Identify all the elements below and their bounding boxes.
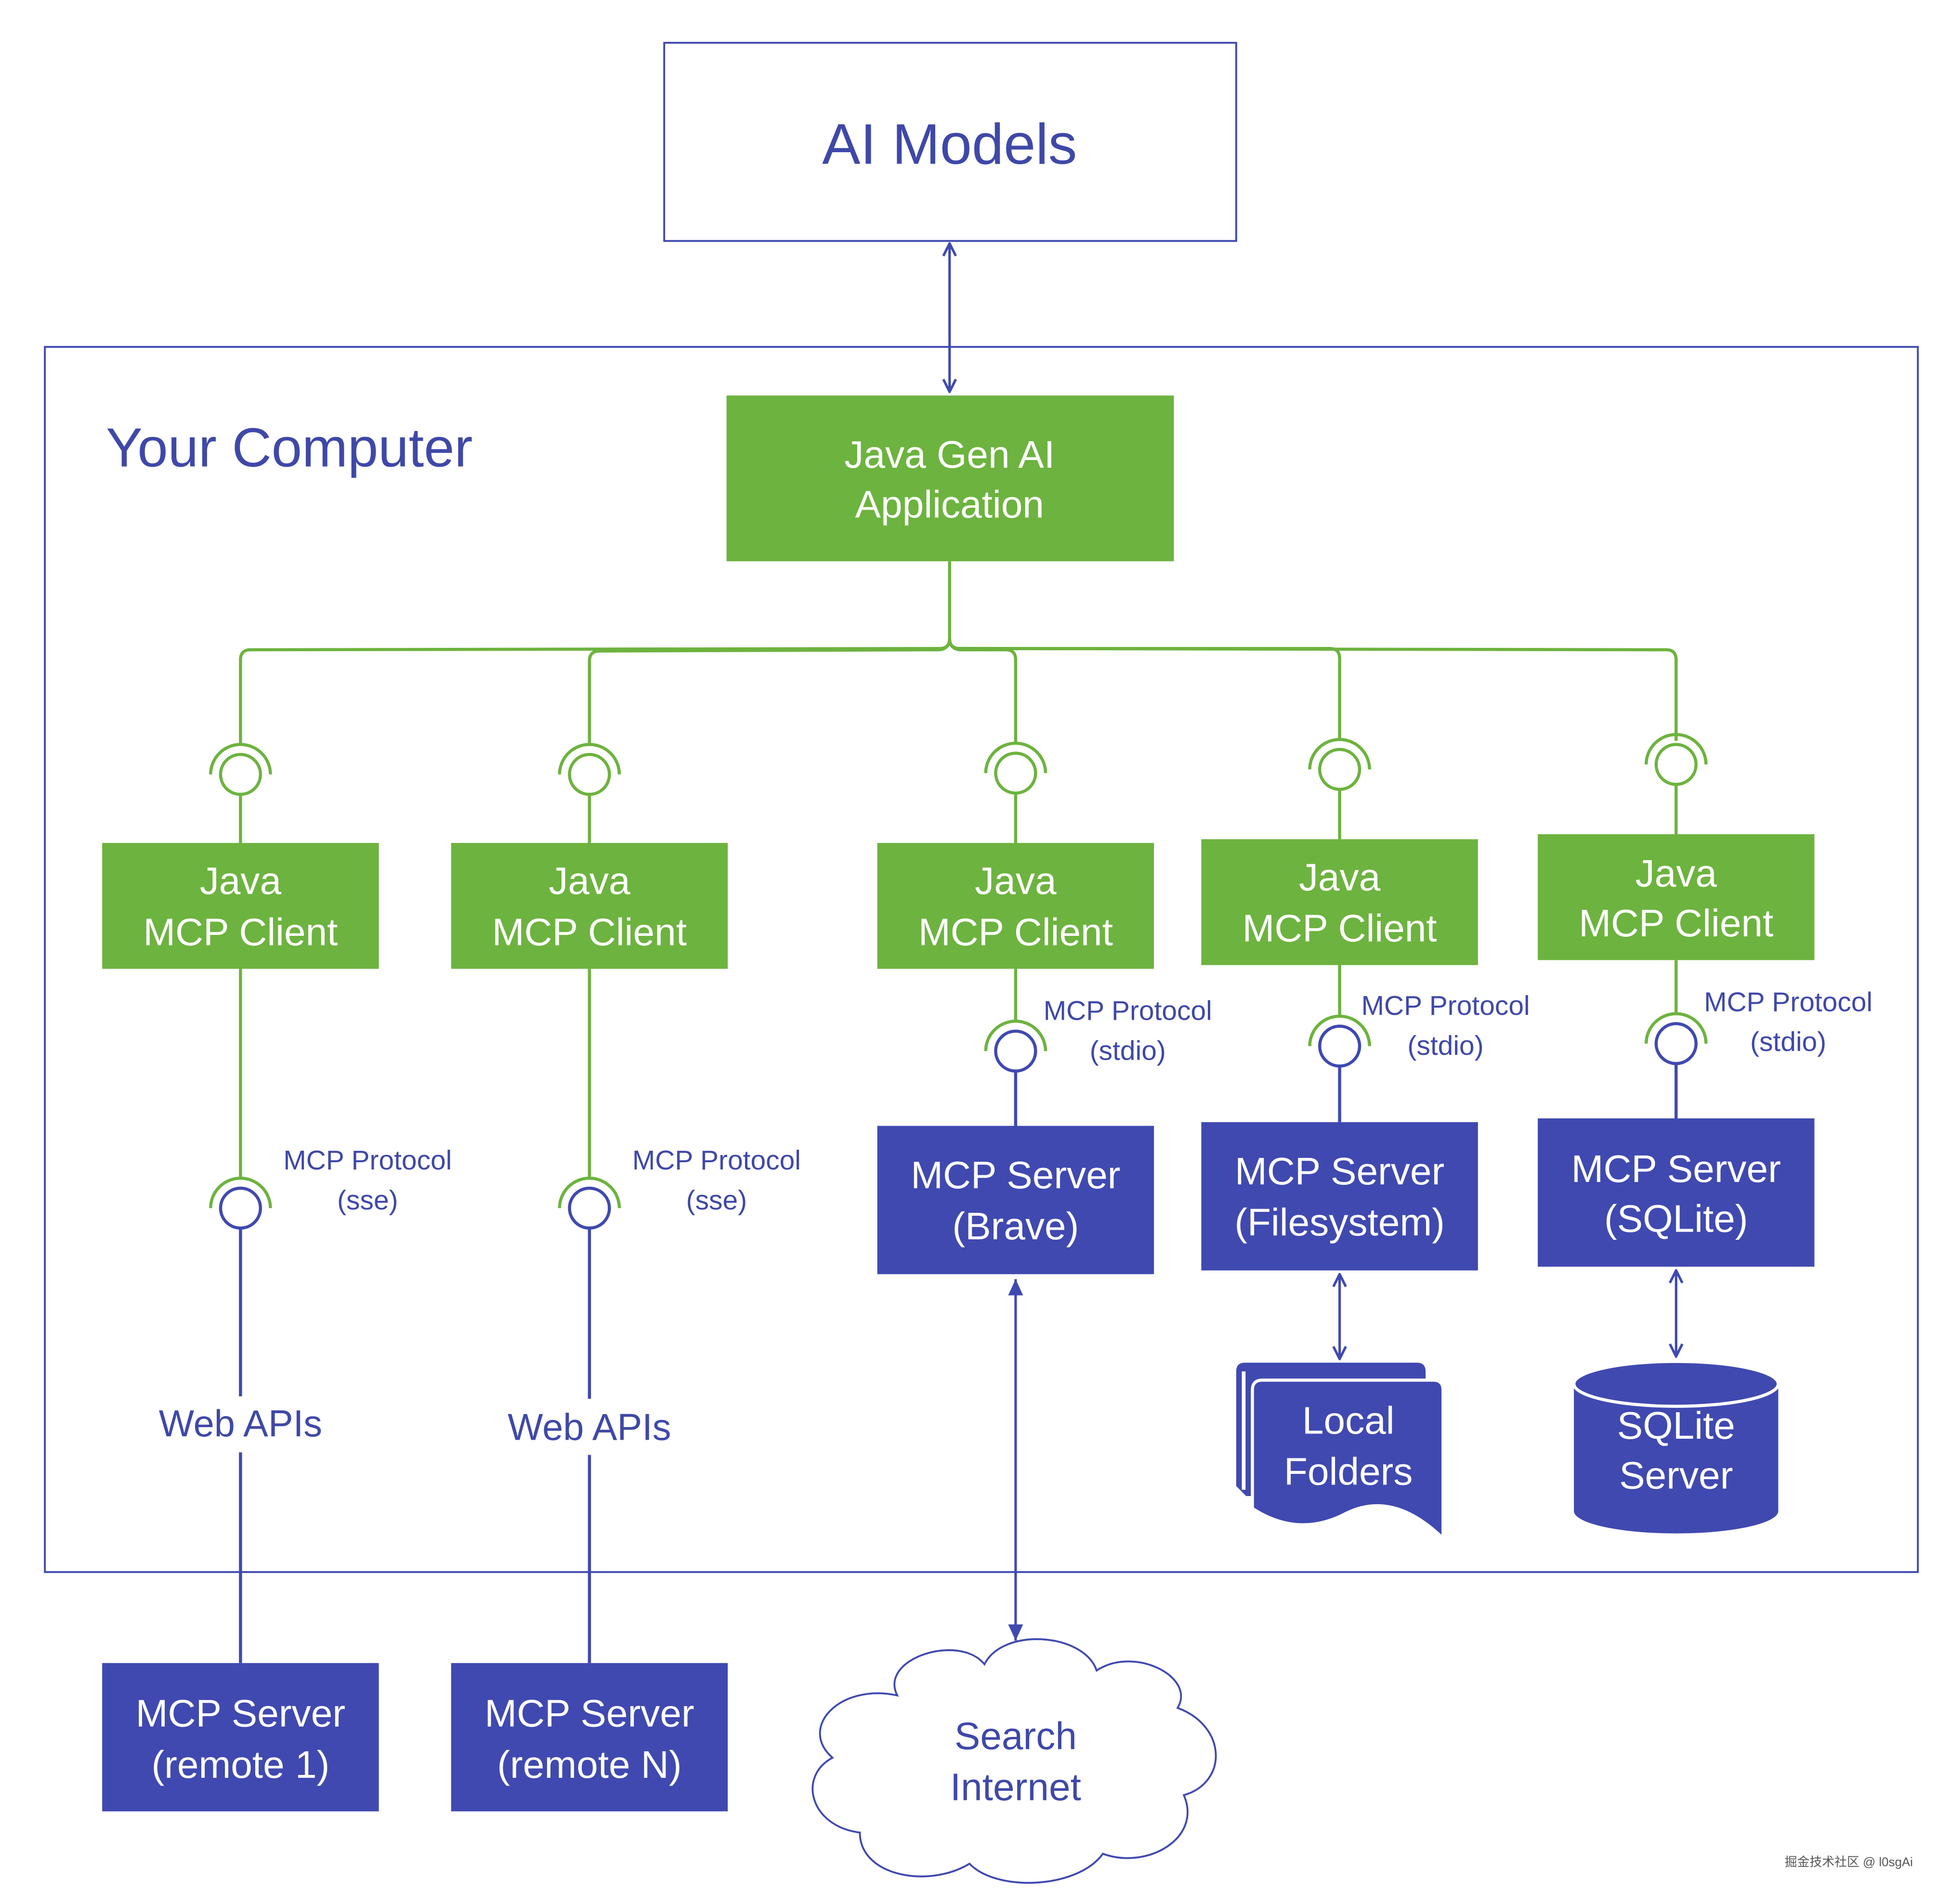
client-5-line2: MCP Client [1579,901,1773,945]
client-1-line2: MCP Client [143,910,338,953]
client-3-line1: Java [975,859,1057,902]
filesystem-line2: (Filesystem) [1234,1200,1445,1244]
protocol-2-line1: MCP Protocol [632,1145,801,1176]
watermark: 掘金技术社区 @ l0sgAi [1785,1855,1913,1869]
protocol-4-line1: MCP Protocol [1361,990,1530,1021]
mcp-server-brave: MCP Server (Brave) [877,1126,1154,1274]
protocol-5-line2: (stdio) [1750,1026,1826,1057]
client-socket-2 [558,743,621,843]
web-apis-label-2: Web APIs [508,1407,671,1448]
protocol-5-line1: MCP Protocol [1704,986,1872,1017]
ai-models-label: AI Models [822,112,1077,176]
app-label-line1: Java Gen AI [844,433,1055,476]
stdio-branch-sqlite: MCP Protocol (stdio) [1644,960,1872,1118]
client-2-line1: Java [549,859,630,902]
protocol-3-line2: (stdio) [1090,1035,1166,1066]
client-socket-1 [209,743,272,843]
cloud-line1: Search [955,1714,1077,1757]
protocol-4-line2: (stdio) [1408,1030,1484,1061]
sqlite-line2: (SQLite) [1604,1196,1748,1240]
db-line2: Server [1619,1453,1733,1497]
java-mcp-client-5: Java MCP Client [1538,834,1815,960]
protocol-3-line1: MCP Protocol [1044,996,1212,1026]
your-computer-label: Your Computer [106,418,473,479]
java-mcp-client-2: Java MCP Client [451,843,728,969]
sse-branch-1: MCP Protocol (sse) Web APIs [159,969,452,1663]
sqlite-database: SQLite Server [1572,1360,1780,1534]
protocol-1-line1: MCP Protocol [283,1145,452,1176]
mcp-server-remote-1: MCP Server (remote 1) [102,1663,379,1812]
protocol-2-line2: (sse) [686,1185,747,1216]
mcp-server-remote-n: MCP Server (remote N) [451,1663,728,1812]
client-socket-4 [1308,738,1372,840]
client-socket-3 [984,741,1047,843]
java-gen-ai-application: Java Gen AI Application [726,395,1174,562]
remote-n-line2: (remote N) [497,1743,681,1786]
mcp-server-sqlite: MCP Server (SQLite) [1538,1118,1815,1267]
folders-line2: Folders [1284,1450,1413,1493]
client-1-line1: Java [200,859,282,902]
web-apis-label-1: Web APIs [159,1403,322,1444]
stdio-branch-brave: MCP Protocol (stdio) [984,969,1212,1126]
client-socket-5 [1644,733,1708,834]
ai-models-box: AI Models [663,41,1237,242]
java-mcp-client-1: Java MCP Client [102,843,379,969]
remote-1-line2: (remote 1) [151,1743,329,1786]
app-label-line2: Application [855,483,1044,526]
search-internet-cloud: Search Internet [811,1638,1217,1884]
app-client-connectors [239,561,1678,744]
java-mcp-client-4: Java MCP Client [1201,839,1478,965]
remote-n-line1: MCP Server [484,1692,694,1735]
sqlite-line1: MCP Server [1571,1147,1781,1190]
stdio-branch-filesystem: MCP Protocol (stdio) [1308,965,1530,1122]
sse-branch-2: MCP Protocol (sse) Web APIs [508,969,801,1663]
filesystem-line1: MCP Server [1235,1149,1444,1193]
client-4-line1: Java [1299,855,1381,898]
protocol-1-line2: (sse) [337,1185,398,1216]
your-computer-frame: Your Computer [44,346,1919,1573]
mcp-server-filesystem: MCP Server (Filesystem) [1201,1122,1478,1271]
remote-1-line1: MCP Server [136,1692,345,1735]
brave-line2: (Brave) [952,1204,1079,1247]
java-mcp-client-3: Java MCP Client [877,843,1154,969]
cloud-line2: Internet [950,1765,1081,1808]
folders-line1: Local [1302,1399,1395,1442]
db-line1: SQLite [1617,1404,1735,1447]
local-folders: Local Folders [1236,1363,1445,1542]
client-5-line1: Java [1635,852,1717,895]
client-3-line2: MCP Client [918,910,1113,953]
brave-line1: MCP Server [911,1153,1120,1196]
client-2-line2: MCP Client [492,910,687,953]
client-4-line2: MCP Client [1243,906,1437,950]
